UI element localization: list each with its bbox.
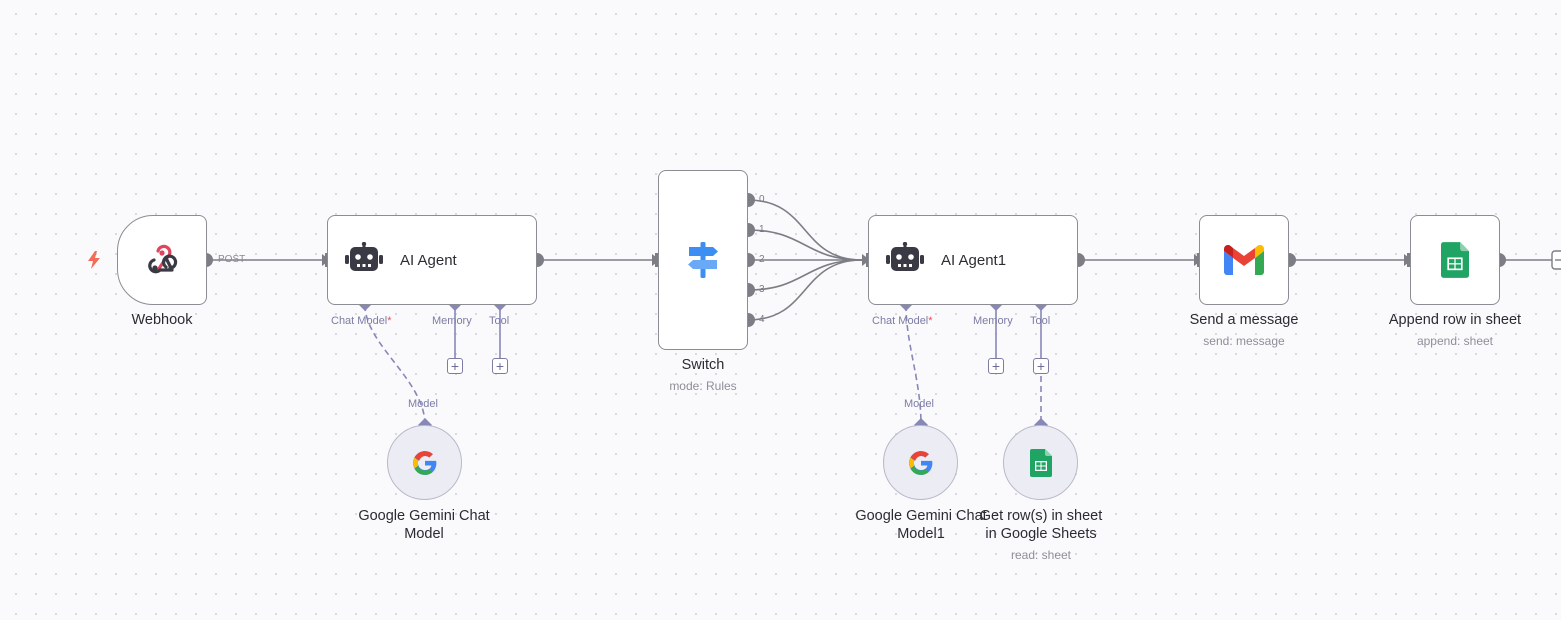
ai-agent-title: AI Agent <box>400 251 457 269</box>
agent1-chat-model-label: Chat Model* <box>872 315 933 327</box>
switch-branch-4: 4 <box>759 314 765 325</box>
send-message-label: Send a message <box>1189 312 1299 328</box>
google-g-icon <box>908 450 934 476</box>
gemini1-label: Google Gemini Chat Model1 <box>855 508 987 542</box>
signpost-icon <box>683 240 723 280</box>
webhook-icon <box>144 242 180 278</box>
append-row-node[interactable] <box>1410 215 1500 305</box>
switch-branch-0: 0 <box>759 194 765 205</box>
append-row-label: Append row in sheet <box>1388 312 1522 328</box>
edge-gemini-agent <box>364 304 426 426</box>
agent1-memory-label: Memory <box>973 315 1013 327</box>
ai-agent1-node[interactable]: AI Agent1 <box>868 215 1078 305</box>
robot-icon <box>885 241 925 279</box>
add-tool-button[interactable]: + <box>1033 358 1049 374</box>
add-memory-button[interactable]: + <box>988 358 1004 374</box>
get-rows-label: Get row(s) in sheet in Google Sheets <box>979 508 1103 542</box>
append-row-operation: append: sheet <box>1416 334 1494 348</box>
switch-branch-1: 1 <box>759 224 765 235</box>
switch-branch-2: 2 <box>759 254 765 265</box>
agent-chat-model-label: Chat Model* <box>331 315 392 327</box>
add-memory-button[interactable]: + <box>447 358 463 374</box>
ai-agent-node[interactable]: AI Agent <box>327 215 537 305</box>
google-sheets-icon <box>1441 242 1469 278</box>
switch-mode: mode: Rules <box>669 379 737 393</box>
webhook-label: Webhook <box>131 312 193 328</box>
edge-gemini1-agent1 <box>905 304 922 426</box>
edge-switch-1 <box>747 229 863 261</box>
get-rows-operation: read: sheet <box>1010 548 1072 562</box>
edge-switch-3 <box>747 259 863 291</box>
add-tool-button[interactable]: + <box>492 358 508 374</box>
get-rows-sheet-node[interactable] <box>1003 425 1078 500</box>
gmail-icon <box>1224 245 1264 275</box>
switch-branch-3: 3 <box>759 284 765 295</box>
google-g-icon <box>412 450 438 476</box>
gemini-label: Google Gemini Chat Model <box>358 508 490 542</box>
gemini-chat-model1-node[interactable] <box>883 425 958 500</box>
send-message-node[interactable] <box>1199 215 1289 305</box>
gemini1-model-port-label: Model <box>904 398 934 410</box>
agent1-tool-label: Tool <box>1030 315 1051 327</box>
google-sheets-icon <box>1029 448 1052 477</box>
switch-label: Switch <box>681 357 725 373</box>
webhook-edge-label: POST <box>218 254 246 265</box>
switch-node[interactable] <box>658 170 748 350</box>
robot-icon <box>344 241 384 279</box>
agent-tool-label: Tool <box>489 315 510 327</box>
ai-agent1-title: AI Agent1 <box>941 251 1007 269</box>
gemini-model-port-label: Model <box>408 398 438 410</box>
gemini-chat-model-node[interactable] <box>387 425 462 500</box>
lightning-icon <box>88 251 100 269</box>
edge-switch-4 <box>747 259 863 321</box>
agent-memory-label: Memory <box>432 315 472 327</box>
send-message-operation: send: message <box>1203 334 1285 348</box>
webhook-node[interactable] <box>117 215 207 305</box>
edge-switch-0 <box>747 199 863 261</box>
